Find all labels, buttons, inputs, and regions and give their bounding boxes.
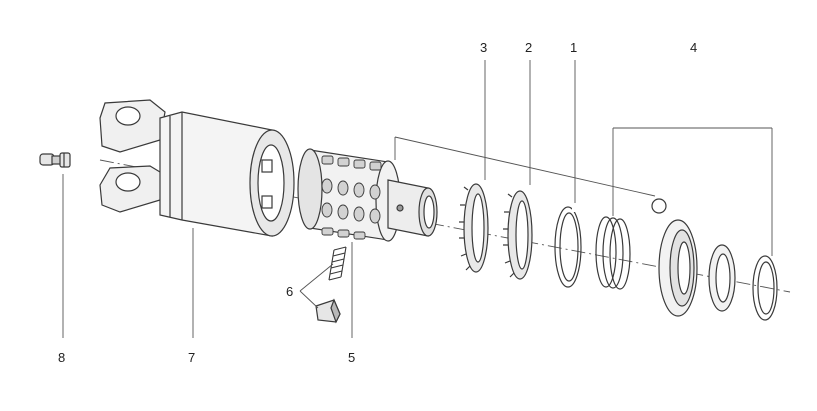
callout-2: 2 — [525, 40, 532, 55]
callout-7: 7 — [188, 350, 195, 365]
toothed-disc-part-2 — [503, 190, 533, 280]
snap-ring-part-1 — [554, 206, 582, 288]
callout-4: 4 — [690, 40, 697, 55]
toothed-disc-part-3 — [459, 183, 489, 273]
spring-ring-set-part-4 — [595, 198, 778, 321]
callout-6: 6 — [286, 284, 293, 299]
callout-8: 8 — [58, 350, 65, 365]
callout-1: 1 — [570, 40, 577, 55]
callout-3: 3 — [480, 40, 487, 55]
spring-and-pawl-part-6 — [315, 246, 347, 324]
limiter-hub-part-5 — [297, 148, 438, 242]
leader-lines — [62, 60, 773, 338]
grease-nipple-part-8 — [39, 152, 71, 168]
yoke-sleeve-part-7 — [99, 99, 295, 237]
callout-5: 5 — [348, 350, 355, 365]
